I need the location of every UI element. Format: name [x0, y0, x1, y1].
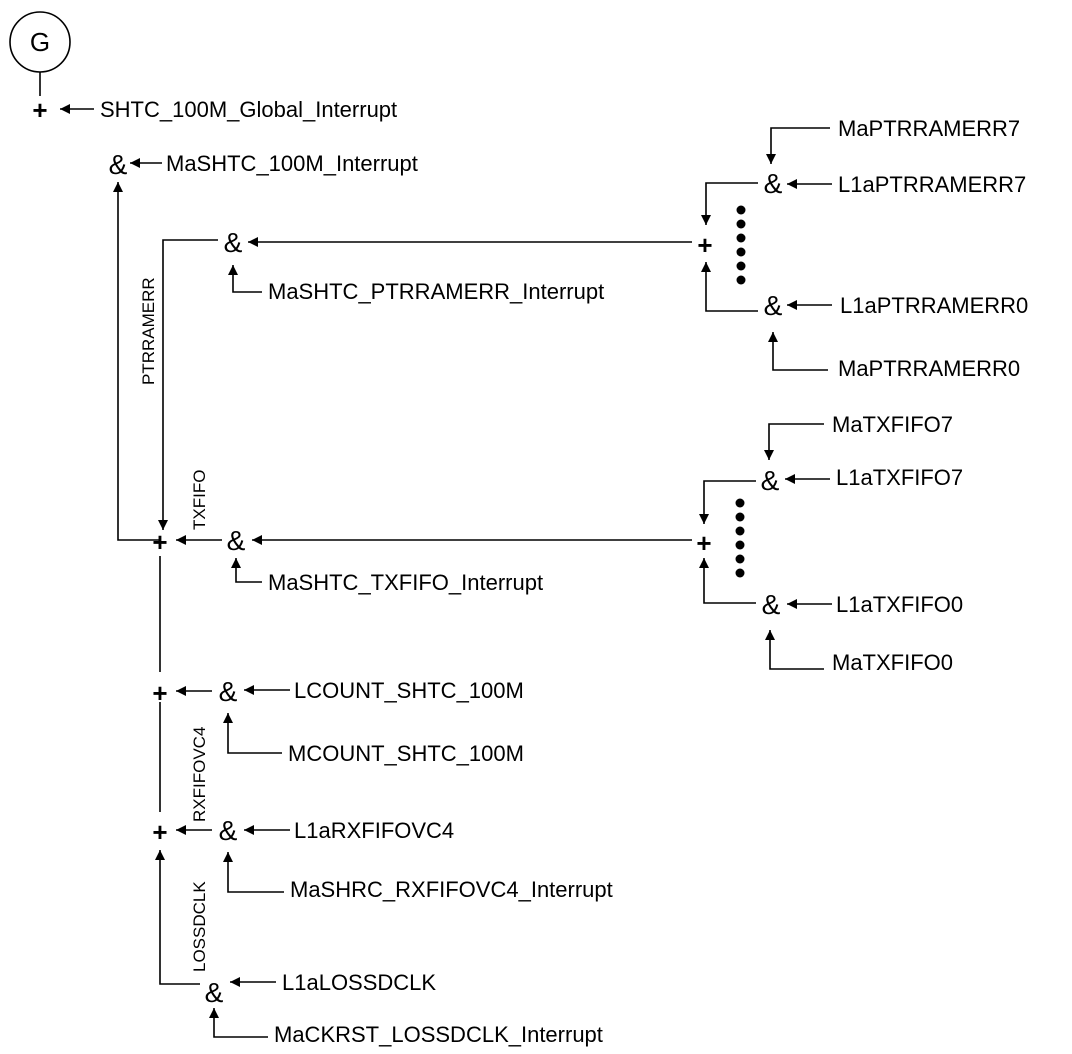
txfifo-mask-arrow [231, 558, 262, 583]
txfifo-mask-label: MaSHTC_TXFIFO_Interrupt [268, 570, 543, 595]
root-or-gate: + [32, 95, 47, 125]
top-and-gate: & [109, 149, 128, 180]
txfifo-in0-and-gate: & [762, 589, 781, 620]
ptrramerr-mask-arrow [228, 265, 262, 293]
rxfifovc4-mask-label: MaSHRC_RXFIFOVC4_Interrupt [290, 877, 613, 902]
ptrramerr-in0-latch-label: L1aPTRRAMERR0 [840, 293, 1028, 318]
lossdclk-and-gate: & [205, 977, 224, 1008]
ptrramerr-to-bus [158, 239, 218, 530]
ptrramerr-mask-label: MaSHTC_PTRRAMERR_Interrupt [268, 279, 604, 304]
txfifo-in7-latch-label: L1aTXFIFO7 [836, 465, 963, 490]
ptrramerr-group-label: PTRRAMERR [139, 277, 158, 385]
txfifo-in7-mask-arrow [764, 423, 824, 460]
rxfifovc4-and-gate: & [219, 815, 238, 846]
ptrramerr-in7-mask-label: MaPTRRAMERR7 [838, 116, 1020, 141]
ptrramerr-in7-to-or [701, 182, 758, 225]
rxfifovc4-mask-arrow [223, 852, 284, 893]
rxfifovc4-group-label: RXFIFOVC4 [190, 727, 209, 822]
ptrramerr-in0-to-or [701, 262, 758, 312]
ptrramerr-ellipsis [736, 205, 746, 285]
lossdclk-group-label: LOSSDCLK [190, 881, 209, 972]
txfifo-in0-mask-label: MaTXFIFO0 [832, 650, 953, 675]
rxfifovc4-or-gate: + [152, 817, 167, 847]
txfifo-ellipsis [735, 498, 745, 578]
lossdclk-to-bus [155, 850, 200, 985]
ptrramerr-in0-and-gate: & [764, 290, 783, 321]
count-or-gate: + [152, 678, 167, 708]
root-node: G [9, 11, 71, 73]
ptrramerr-in7-latch-label: L1aPTRRAMERR7 [838, 172, 1026, 197]
count-and-gate: & [219, 676, 238, 707]
txfifo-or-gate: + [696, 528, 711, 558]
bus-to-top-and [113, 182, 160, 541]
txfifo-in0-to-or [699, 558, 756, 604]
root-label: SHTC_100M_Global_Interrupt [100, 97, 397, 122]
ptrramerr-or-gate: + [697, 230, 712, 260]
rxfifovc4-latch-label: L1aRXFIFOVC4 [294, 818, 454, 843]
count-mask-label: MCOUNT_SHTC_100M [288, 741, 524, 766]
root-symbol: G [30, 27, 50, 57]
ptrramerr-and-gate: & [224, 227, 243, 258]
lossdclk-mask-arrow [209, 1008, 268, 1038]
top-and-label: MaSHTC_100M_Interrupt [166, 151, 418, 176]
count-latch-label: LCOUNT_SHTC_100M [294, 678, 524, 703]
txfifo-in7-mask-label: MaTXFIFO7 [832, 412, 953, 437]
txfifo-and-gate: & [227, 525, 246, 556]
ptrramerr-in0-mask-label: MaPTRRAMERR0 [838, 356, 1020, 381]
txfifo-in0-latch-label: L1aTXFIFO0 [836, 592, 963, 617]
ptrramerr-in0-mask-arrow [768, 332, 828, 371]
lossdclk-mask-label: MaCKRST_LOSSDCLK_Interrupt [274, 1022, 603, 1047]
ptrramerr-in7-and-gate: & [764, 168, 783, 199]
ptrramerr-in7-mask-arrow [766, 127, 830, 164]
bus-or-gate: + [152, 527, 167, 557]
lossdclk-latch-label: L1aLOSSDCLK [282, 970, 436, 995]
txfifo-in7-and-gate: & [761, 465, 780, 496]
count-mask-arrow [223, 713, 282, 754]
txfifo-in7-to-or [699, 480, 756, 524]
txfifo-group-label: TXFIFO [190, 470, 209, 530]
txfifo-in0-mask-arrow [765, 630, 824, 670]
